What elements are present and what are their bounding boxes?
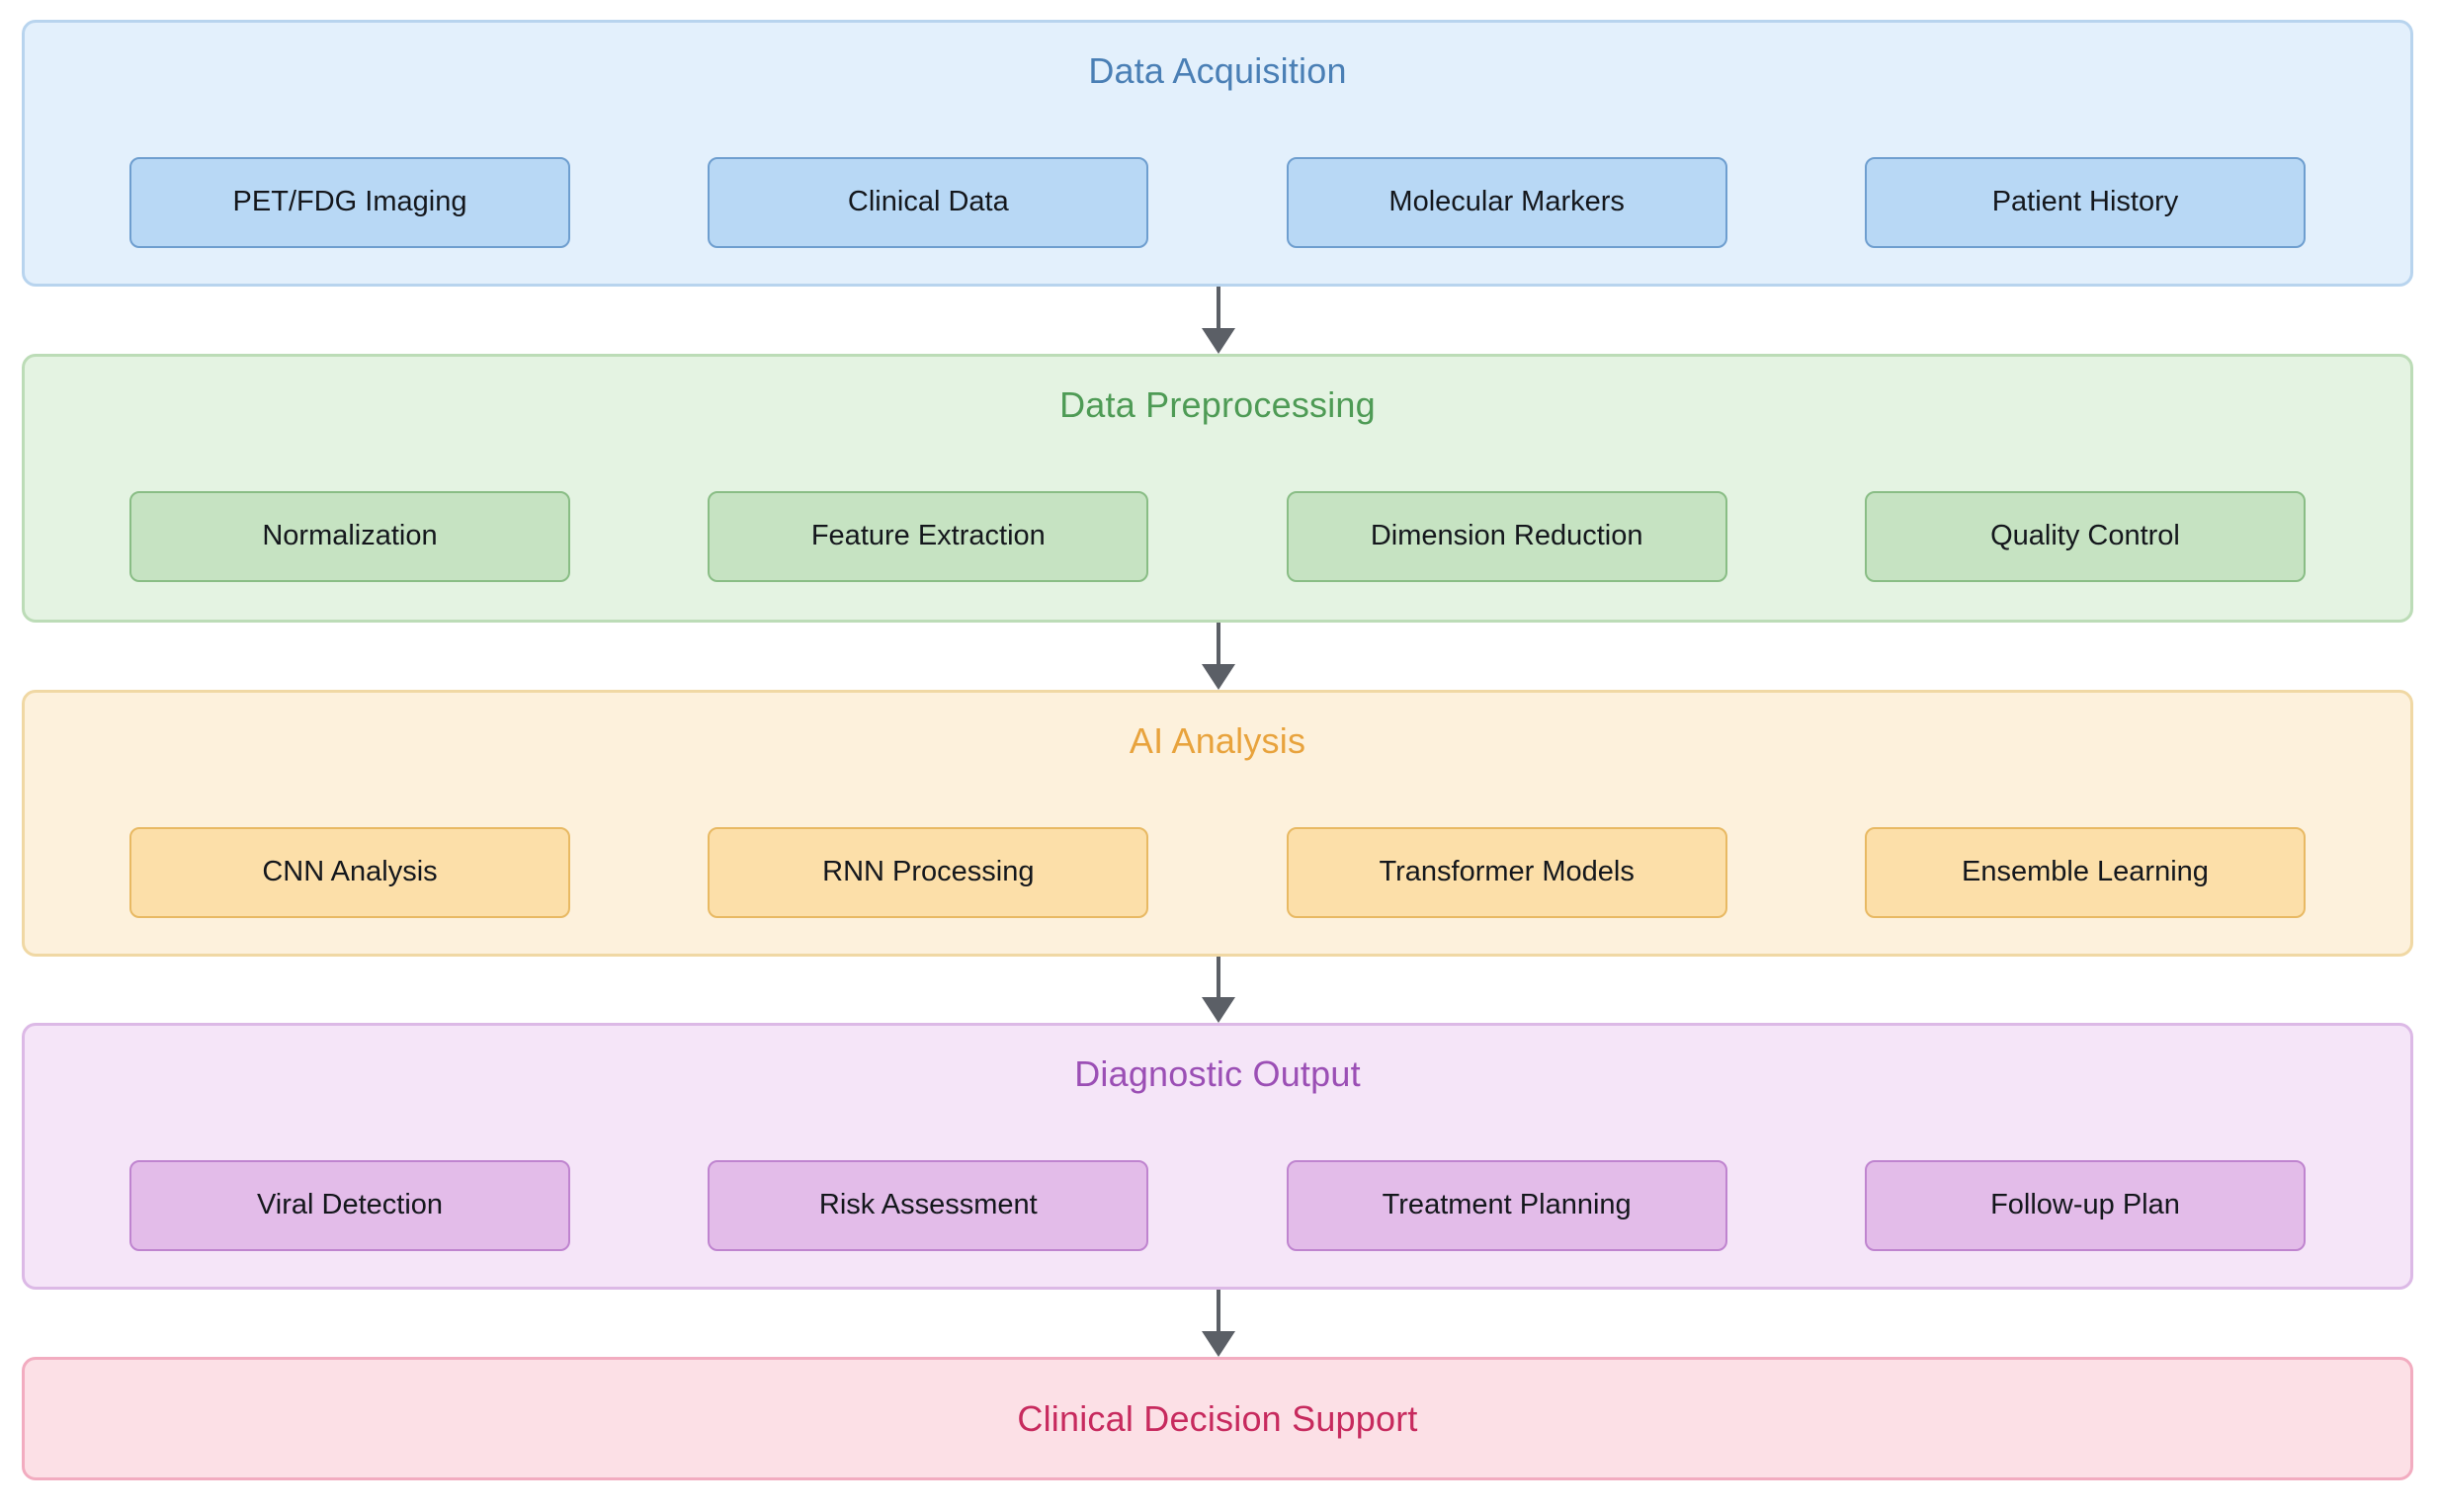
node-clinical-data[interactable]: Clinical Data: [708, 157, 1149, 248]
node-row-diagnostic-output: Viral Detection Risk Assessment Treatmen…: [129, 1160, 2306, 1251]
node-molecular-markers[interactable]: Molecular Markers: [1286, 157, 1727, 248]
node-patient-history[interactable]: Patient History: [1864, 157, 2306, 248]
stage-ai-analysis[interactable]: AI Analysis CNN Analysis RNN Processing …: [22, 690, 2413, 957]
stage-data-preprocessing[interactable]: Data Preprocessing Normalization Feature…: [22, 354, 2413, 623]
node-row-ai-analysis: CNN Analysis RNN Processing Transformer …: [129, 827, 2306, 918]
stage-clinical-decision-support[interactable]: Clinical Decision Support: [22, 1357, 2413, 1480]
stage-title-diagnostic-output: Diagnostic Output: [1074, 1053, 1361, 1094]
connector-arrowhead-1: [1202, 328, 1235, 354]
connector-arrowhead-2: [1202, 664, 1235, 690]
node-feature-extraction[interactable]: Feature Extraction: [708, 491, 1149, 582]
node-transformer-models[interactable]: Transformer Models: [1286, 827, 1727, 918]
stage-title-data-acquisition: Data Acquisition: [1088, 50, 1347, 91]
node-row-data-preprocessing: Normalization Feature Extraction Dimensi…: [129, 491, 2306, 582]
node-normalization[interactable]: Normalization: [129, 491, 570, 582]
connector-shaft-4: [1217, 1290, 1220, 1331]
connector-arrow-1: [1202, 287, 1235, 354]
connector-shaft-1: [1217, 287, 1220, 328]
node-rnn-processing[interactable]: RNN Processing: [708, 827, 1149, 918]
stage-title-clinical-decision-support: Clinical Decision Support: [1017, 1397, 1418, 1439]
node-ensemble-learning[interactable]: Ensemble Learning: [1864, 827, 2306, 918]
node-quality-control[interactable]: Quality Control: [1864, 491, 2306, 582]
node-cnn-analysis[interactable]: CNN Analysis: [129, 827, 570, 918]
connector-arrow-2: [1202, 623, 1235, 690]
connector-shaft-2: [1217, 623, 1220, 664]
stage-title-ai-analysis: AI Analysis: [1129, 720, 1306, 761]
node-pet-fdg-imaging[interactable]: PET/FDG Imaging: [129, 157, 570, 248]
stage-diagnostic-output[interactable]: Diagnostic Output Viral Detection Risk A…: [22, 1023, 2413, 1290]
stage-title-data-preprocessing: Data Preprocessing: [1059, 384, 1376, 425]
connector-arrowhead-4: [1202, 1331, 1235, 1357]
connector-arrow-4: [1202, 1290, 1235, 1357]
node-treatment-planning[interactable]: Treatment Planning: [1286, 1160, 1727, 1251]
connector-arrow-3: [1202, 957, 1235, 1023]
connector-arrowhead-3: [1202, 997, 1235, 1023]
node-follow-up-plan[interactable]: Follow-up Plan: [1864, 1160, 2306, 1251]
node-viral-detection[interactable]: Viral Detection: [129, 1160, 570, 1251]
connector-shaft-3: [1217, 957, 1220, 997]
node-dimension-reduction[interactable]: Dimension Reduction: [1286, 491, 1727, 582]
node-row-data-acquisition: PET/FDG Imaging Clinical Data Molecular …: [129, 157, 2306, 248]
stage-data-acquisition[interactable]: Data Acquisition PET/FDG Imaging Clinica…: [22, 20, 2413, 287]
node-risk-assessment[interactable]: Risk Assessment: [708, 1160, 1149, 1251]
